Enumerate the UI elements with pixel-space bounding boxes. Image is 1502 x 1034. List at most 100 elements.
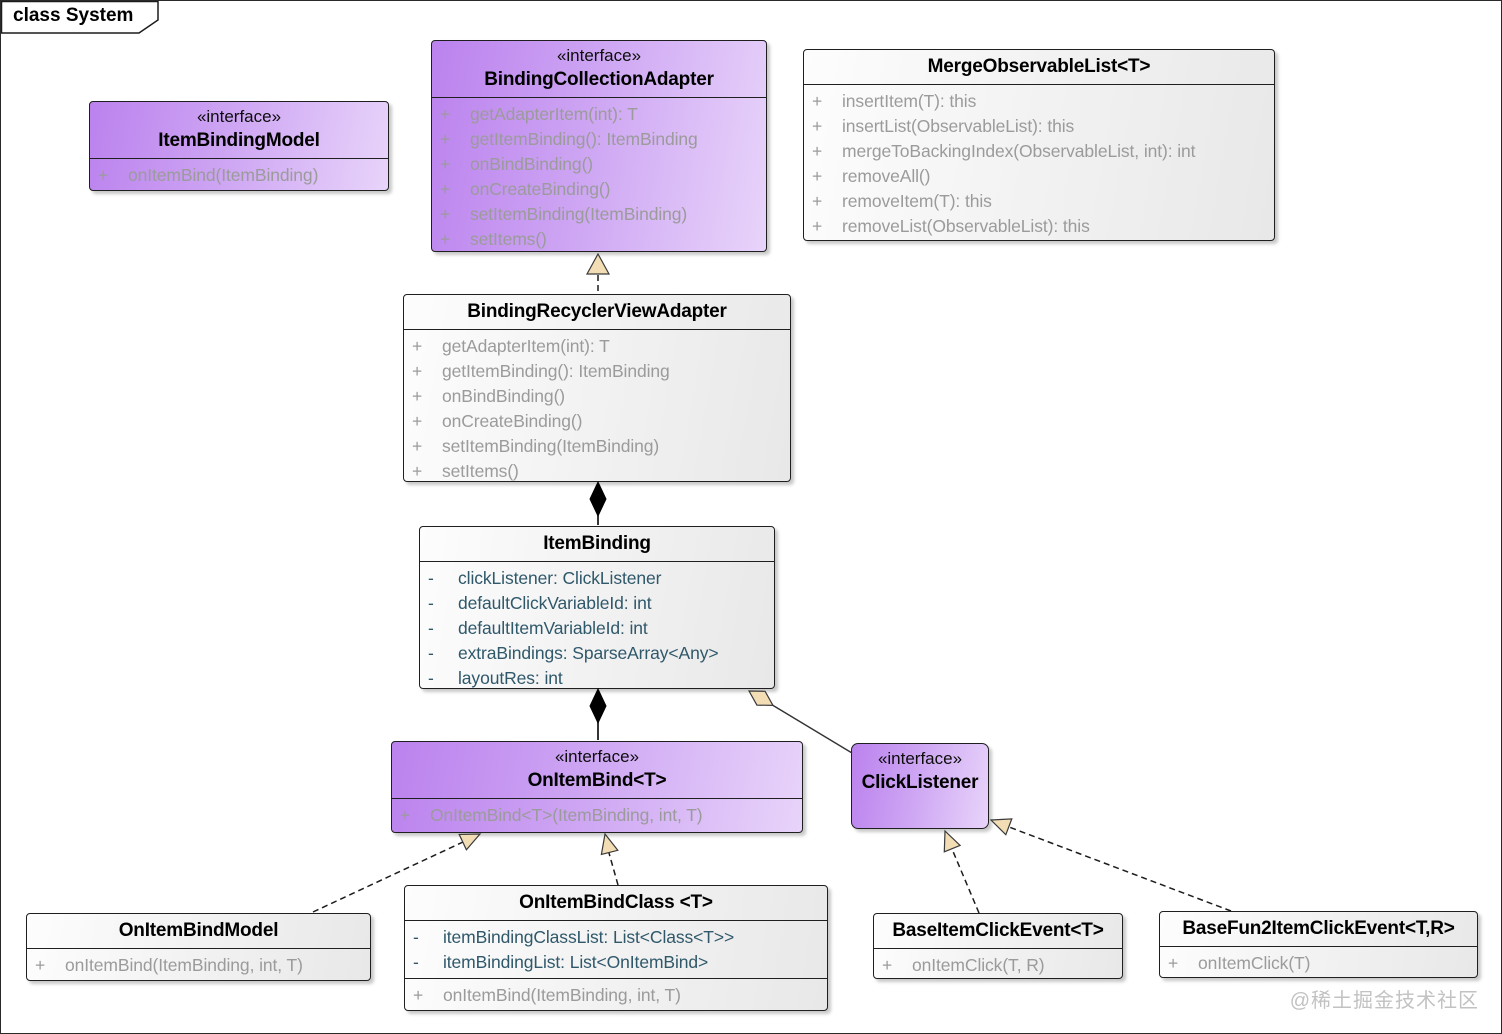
stereotype-label: «interface» xyxy=(556,46,642,65)
class-header: «interface» OnItemBind<T> xyxy=(392,742,802,799)
member-text: getAdapterItem(int): T xyxy=(470,104,638,124)
member-row: +removeAll() xyxy=(812,164,1270,189)
visibility-marker: + xyxy=(440,104,451,124)
member-text: itemBindingList: List<OnItemBind> xyxy=(443,952,709,972)
visibility-marker: + xyxy=(440,129,451,149)
member-text: mergeToBackingIndex(ObservableList, int)… xyxy=(842,141,1196,161)
class-header: OnItemBindModel xyxy=(27,914,370,949)
stereotype-label: «interface» xyxy=(877,749,963,768)
class-box-onitembindclass: OnItemBindClass <T> - itemBindingClassLis… xyxy=(404,885,828,1011)
member-text: clickListener: ClickListener xyxy=(458,568,662,588)
composition-diamond-icon xyxy=(589,687,607,725)
member-row: + onItemClick(T, R) xyxy=(882,953,1118,978)
class-name: BaseFun2ItemClickEvent<T,R> xyxy=(1182,918,1455,939)
class-header: ItemBinding xyxy=(420,527,774,562)
methods-compartment: +onItemClick(T) xyxy=(1160,947,1477,977)
visibility-marker: + xyxy=(440,179,451,199)
member-row: + removeItem(T): this xyxy=(812,189,1270,214)
class-box-itembindingmodel: «interface» ItemBindingModel +onItemBind… xyxy=(89,101,389,191)
stereotype-label: «interface» xyxy=(196,107,282,126)
visibility-marker: + xyxy=(98,165,109,185)
class-box-itembinding: ItemBinding -clickListener: ClickListene… xyxy=(419,526,775,689)
member-row: -layoutRes: int xyxy=(428,666,770,688)
member-row: + getItemBinding(): ItemBinding xyxy=(412,359,786,384)
member-text: onCreateBinding() xyxy=(442,411,583,431)
methods-compartment: +onItemBind(ItemBinding) xyxy=(90,159,388,190)
class-box-bindingrecyclerviewadapter: BindingRecyclerViewAdapter +getAdapterIt… xyxy=(403,294,791,482)
methods-compartment: +onItemBind(ItemBinding, int, T) xyxy=(405,978,827,1010)
class-name: OnItemBind<T> xyxy=(527,770,667,791)
visibility-marker: + xyxy=(412,436,423,456)
member-text: extraBindings: SparseArray<Any> xyxy=(458,643,719,663)
visibility-marker: + xyxy=(812,191,823,211)
member-text: onCreateBinding() xyxy=(470,179,611,199)
member-row: + insertItem(T): this xyxy=(812,89,1270,114)
visibility-marker: + xyxy=(882,955,893,975)
class-box-mergeobservablelist: MergeObservableList<T> +insertItem(T): t… xyxy=(803,49,1275,241)
visibility-marker: + xyxy=(440,154,451,174)
member-row: + setItemBinding(ItemBinding) xyxy=(412,434,786,459)
visibility-marker: + xyxy=(812,141,823,161)
member-row: +onBindBinding() xyxy=(412,384,786,409)
realization-triangle-icon xyxy=(585,252,611,275)
member-row: + getAdapterItem(int): T xyxy=(412,334,786,359)
class-name: OnItemBindClass <T> xyxy=(519,892,713,913)
class-box-basefun2itemclickevent: BaseFun2ItemClickEvent<T,R> +onItemClick… xyxy=(1159,911,1478,978)
class-header: BaseFun2ItemClickEvent<T,R> xyxy=(1160,912,1477,947)
realization-triangle-icon xyxy=(943,829,962,853)
member-text: removeList(ObservableList): this xyxy=(842,216,1090,236)
member-row: +setItems() xyxy=(440,227,762,251)
member-row: +setItems() xyxy=(412,459,786,481)
class-header: BaseItemClickEvent<T> xyxy=(874,914,1122,949)
member-text: onItemClick(T) xyxy=(1198,953,1311,973)
member-row: -defaultItemVariableId: int xyxy=(428,616,770,641)
member-row: +onItemBind(ItemBinding, int, T) xyxy=(413,983,823,1008)
member-text: layoutRes: int xyxy=(458,668,563,688)
member-row: -itemBindingList: List<OnItemBind> xyxy=(413,950,823,975)
realization-line-basefun2itemclickevent-to-clicklistener xyxy=(1008,826,1232,912)
member-text: getAdapterItem(int): T xyxy=(442,336,610,356)
member-text: setItems() xyxy=(442,461,519,481)
member-text: onBindBinding() xyxy=(470,154,594,174)
member-text: onBindBinding() xyxy=(442,386,566,406)
visibility-marker: + xyxy=(412,336,423,356)
visibility-marker: + xyxy=(812,116,823,136)
methods-compartment: +getAdapterItem(int): T+getItemBinding()… xyxy=(432,98,766,251)
class-box-bindingcollectionadapter: «interface» BindingCollectionAdapter + ge… xyxy=(431,40,767,252)
member-text: getItemBinding(): ItemBinding xyxy=(442,361,670,381)
aggregation-diamond-icon xyxy=(747,690,775,707)
class-name: OnItemBindModel xyxy=(118,920,279,941)
visibility-marker: + xyxy=(35,955,46,975)
class-name: ItemBindingModel xyxy=(158,130,320,151)
realization-triangle-icon xyxy=(989,818,1013,836)
member-row: + mergeToBackingIndex(ObservableList, int… xyxy=(812,139,1270,164)
visibility-marker: + xyxy=(412,411,423,431)
member-row: +removeList(ObservableList): this xyxy=(812,214,1270,239)
class-header: «interface» ItemBindingModel xyxy=(90,102,388,159)
member-row: + getAdapterItem(int): T xyxy=(440,102,762,127)
methods-compartment: + insertItem(T): this + insertList(Observab… xyxy=(804,85,1274,240)
member-row: +onItemClick(T) xyxy=(1168,951,1473,976)
member-text: insertItem(T): this xyxy=(842,91,977,111)
member-row: -defaultClickVariableId: int xyxy=(428,591,770,616)
member-text: onItemBind(ItemBinding, int, T) xyxy=(65,955,303,975)
methods-compartment: +OnItemBind<T>(ItemBinding, int, T) xyxy=(392,799,802,832)
member-text: insertList(ObservableList): this xyxy=(842,116,1075,136)
realization-triangle-icon xyxy=(458,833,482,851)
visibility-marker: + xyxy=(412,361,423,381)
visibility-marker: - xyxy=(413,927,419,947)
member-row: - itemBindingClassList: List<Class<T>> xyxy=(413,925,823,950)
attributes-compartment: -clickListener: ClickListener-defaultCli… xyxy=(420,562,774,688)
member-text: removeItem(T): this xyxy=(842,191,992,211)
member-text: itemBindingClassList: List<Class<T>> xyxy=(443,927,735,947)
member-row: +OnItemBind<T>(ItemBinding, int, T) xyxy=(400,803,798,828)
visibility-marker: + xyxy=(812,91,823,111)
composition-diamond-icon xyxy=(589,480,607,518)
member-row: + onCreateBinding() xyxy=(440,177,762,202)
member-text: setItemBinding(ItemBinding) xyxy=(442,436,660,456)
class-name: BindingCollectionAdapter xyxy=(484,69,714,90)
realization-line-onitembindclass-to-onitembind xyxy=(608,852,619,886)
member-text: onItemClick(T, R) xyxy=(912,955,1045,975)
class-name: ClickListener xyxy=(861,772,979,793)
